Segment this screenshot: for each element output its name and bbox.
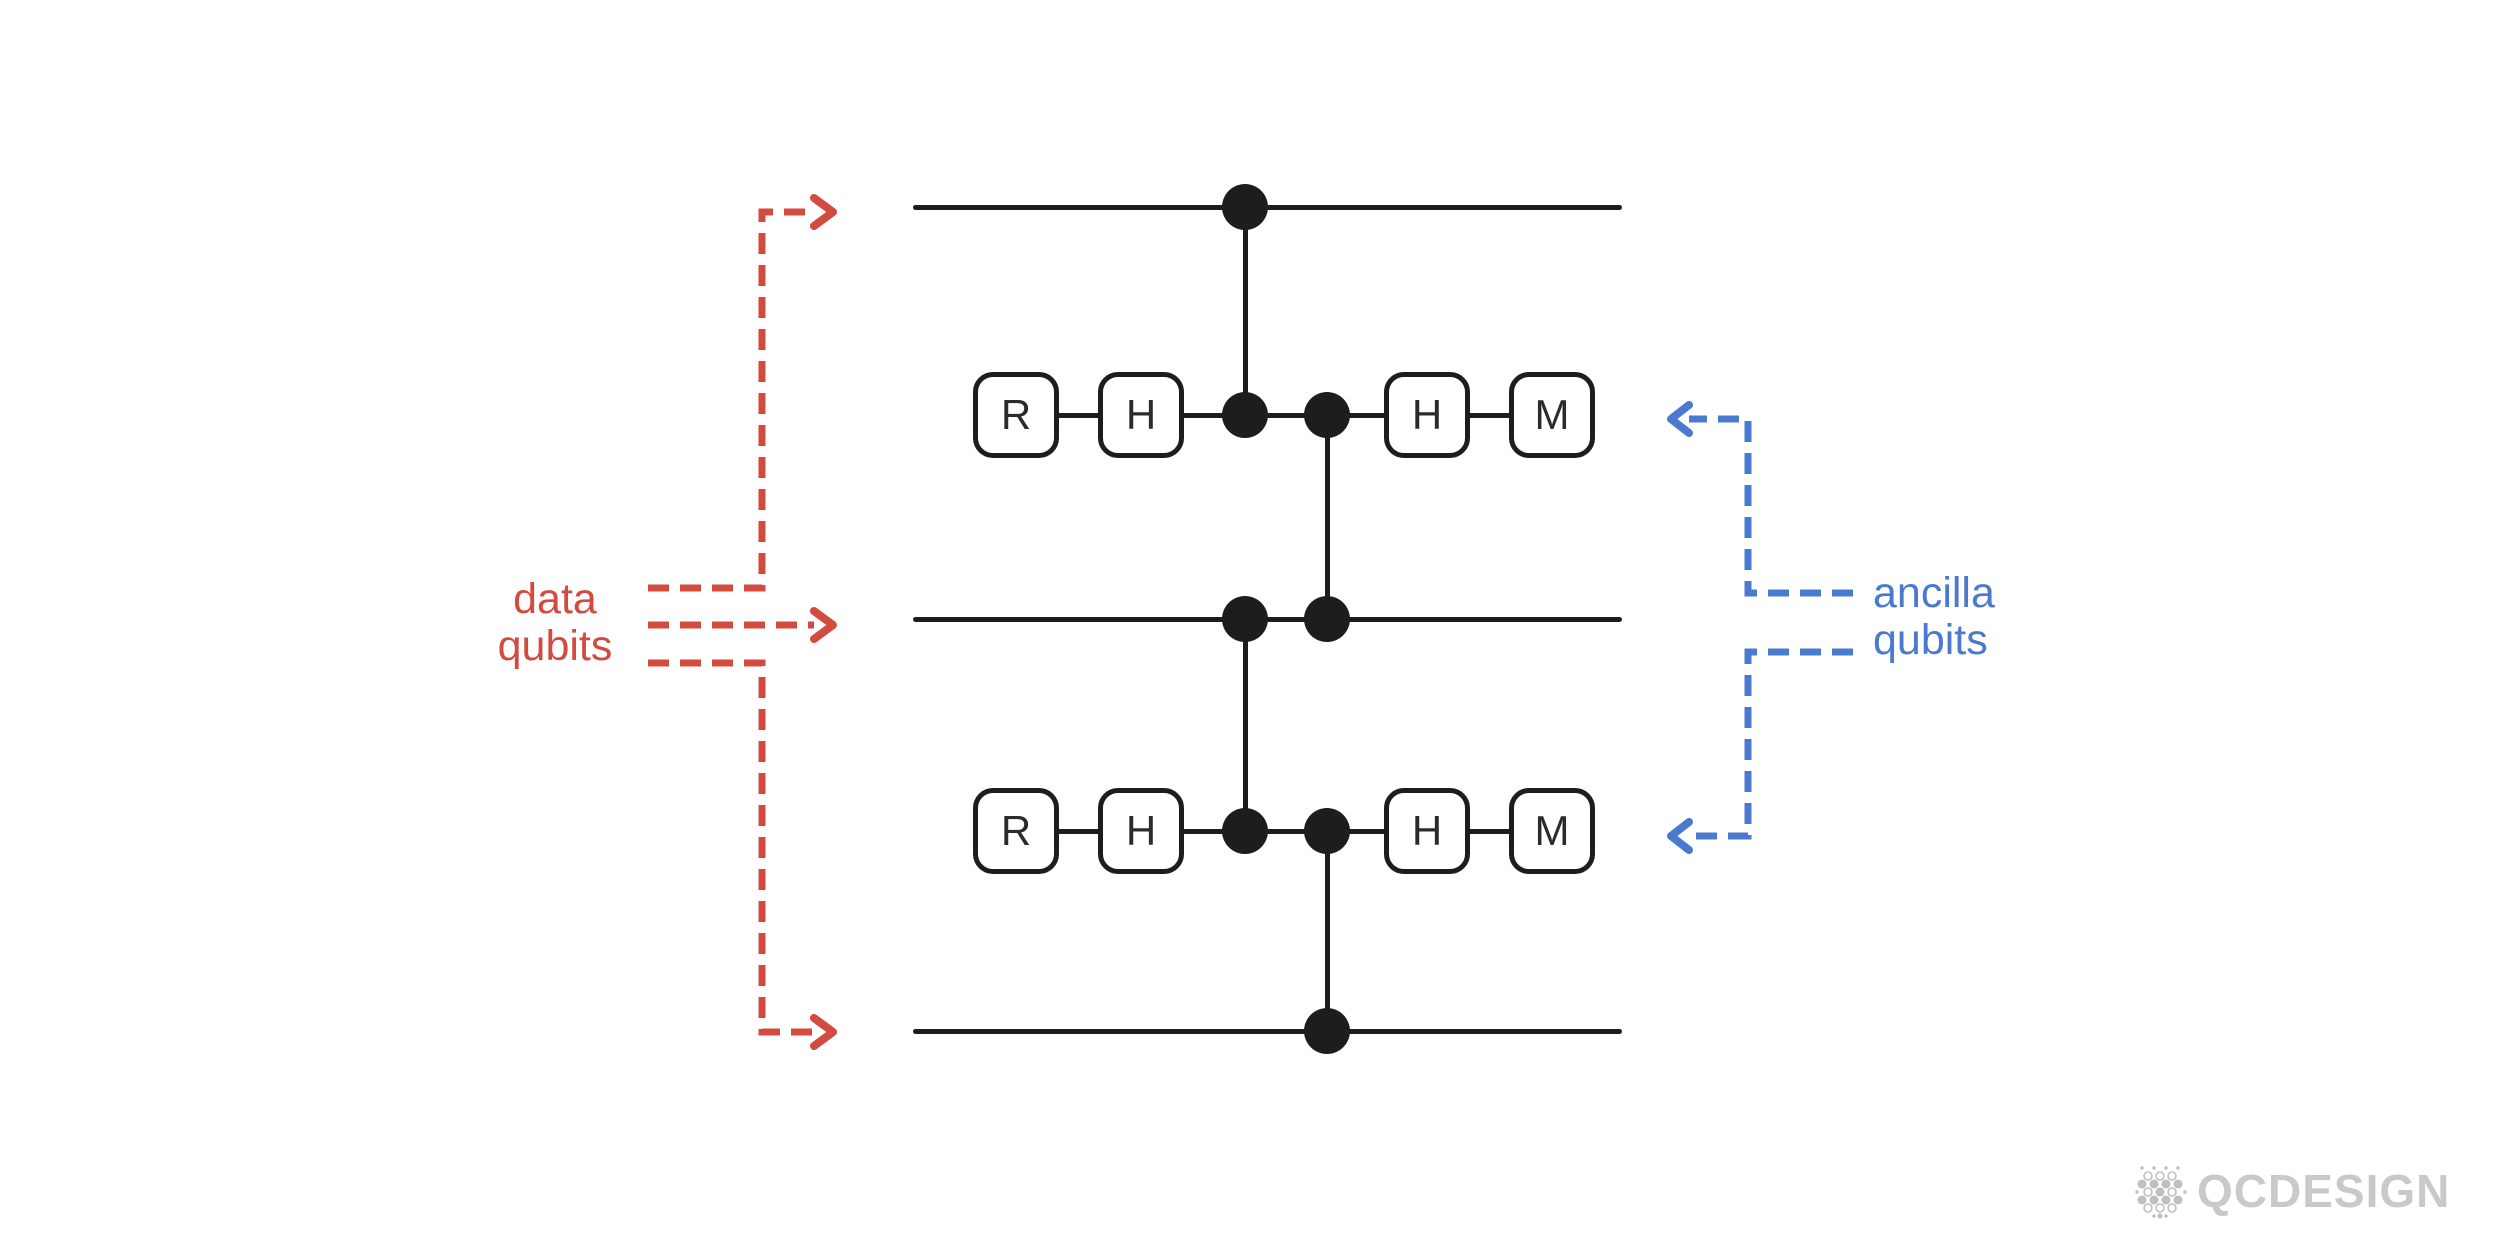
bracket-line <box>1689 415 1853 597</box>
ancilla-qubits-label-line2: qubits <box>1873 616 1988 664</box>
arrow-right-icon <box>810 194 837 230</box>
bracket-line <box>1689 648 1853 840</box>
control-dot <box>1222 392 1268 438</box>
gate-hadamard: H <box>1384 372 1470 458</box>
control-dot <box>1222 808 1268 854</box>
gate-reset: R <box>973 372 1059 458</box>
control-dot <box>1304 1008 1350 1054</box>
control-dot <box>1222 596 1268 642</box>
ancilla-qubits-label-line1: ancilla <box>1873 569 1995 617</box>
coupling-line-1 <box>1243 207 1248 415</box>
arrow-right-icon <box>810 607 837 643</box>
ancilla-qubits-bracket <box>1667 401 1853 854</box>
control-dot <box>1304 596 1350 642</box>
ancilla-wire-2 <box>1016 829 1552 834</box>
qcdesign-logo: QCDESIGN <box>2135 1163 2450 1219</box>
coupling-line-4 <box>1325 831 1330 1031</box>
arrow-left-icon <box>1667 818 1693 854</box>
data-qubits-label-line1: data <box>513 575 597 623</box>
gate-hadamard: H <box>1098 788 1184 874</box>
data-qubits-label-line2: qubits <box>497 622 613 670</box>
coupling-line-2 <box>1325 415 1330 619</box>
qcdesign-logo-text: QCDESIGN <box>2197 1165 2451 1217</box>
control-dot <box>1304 808 1350 854</box>
gate-measure: M <box>1509 372 1595 458</box>
control-dot <box>1222 184 1268 230</box>
ancilla-wire-1 <box>1016 413 1552 418</box>
gate-measure: M <box>1509 788 1595 874</box>
bracket-line <box>648 659 814 1036</box>
data-qubits-label: data qubits <box>440 576 670 670</box>
bracket-line <box>648 208 814 592</box>
gate-reset: R <box>973 788 1059 874</box>
gate-hadamard: H <box>1098 372 1184 458</box>
data-qubits-bracket <box>648 194 837 1050</box>
ancilla-qubits-label: ancilla qubits <box>1873 570 1995 664</box>
control-dot <box>1304 392 1350 438</box>
coupling-line-3 <box>1243 619 1248 831</box>
qcdesign-dot-lattice-icon <box>2135 1166 2187 1219</box>
gate-hadamard: H <box>1384 788 1470 874</box>
data-wire-3 <box>913 1029 1622 1034</box>
arrow-left-icon <box>1667 401 1693 437</box>
arrow-right-icon <box>810 1014 837 1050</box>
